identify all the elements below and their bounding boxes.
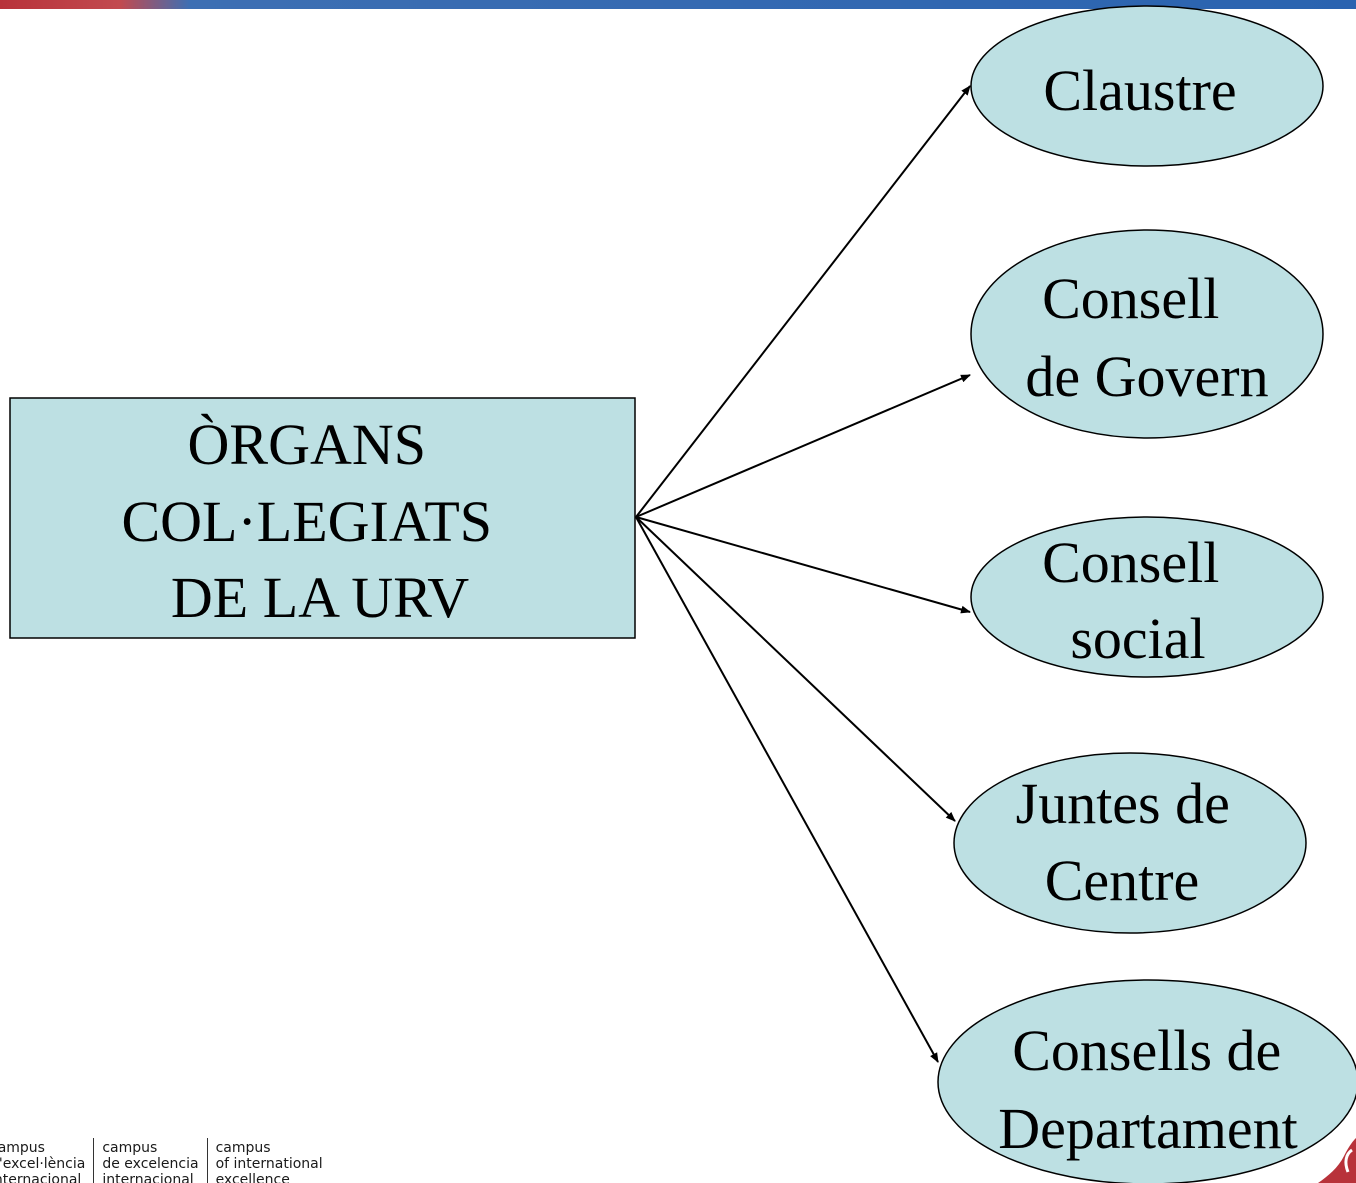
campus-excellence-logo: campus d'excel·lència internacional camp… bbox=[0, 1138, 331, 1183]
node-consells-departament-line-2: Departament bbox=[998, 1096, 1298, 1161]
node-consells-departament-label: Consells de Departament bbox=[998, 1018, 1298, 1161]
arrow-to-claustre bbox=[635, 85, 971, 518]
arrow-to-consell-social bbox=[635, 516, 971, 614]
node-consells-departament: Consells de Departament bbox=[937, 979, 1356, 1183]
node-consell-govern: Consell de Govern bbox=[970, 229, 1324, 439]
logo-line: internacional bbox=[0, 1172, 82, 1183]
logo-column-catalan: campus d'excel·lència internacional bbox=[0, 1138, 93, 1183]
root-node: ÒRGANS COL·LEGIATS DE LA URV bbox=[9, 397, 636, 639]
logo-line: of international bbox=[215, 1156, 323, 1172]
logo-column-english: campus of international excellence bbox=[206, 1138, 331, 1183]
node-consell-social: Consell social bbox=[970, 516, 1324, 678]
node-consell-social-label: Consell social bbox=[1042, 530, 1234, 671]
node-consell-govern-line-2: de Govern bbox=[1025, 344, 1268, 409]
node-juntes-centre-label: Juntes de Centre bbox=[1016, 771, 1245, 913]
root-label: ÒRGANS COL·LEGIATS DE LA URV bbox=[121, 412, 506, 630]
node-juntes-centre-line-1: Juntes de bbox=[1016, 771, 1230, 836]
logo-column-spanish: campus de excelencia internacional bbox=[93, 1138, 206, 1183]
logo-line: campus bbox=[0, 1140, 45, 1156]
arrow-to-juntes-centre bbox=[635, 516, 956, 822]
node-claustre-label: Claustre bbox=[1043, 58, 1236, 123]
node-claustre: Claustre bbox=[970, 5, 1324, 167]
root-label-line-3: DE LA URV bbox=[171, 565, 469, 630]
corner-brand-mark bbox=[1318, 1138, 1356, 1183]
node-consells-departament-line-1: Consells de bbox=[1012, 1018, 1281, 1083]
node-consell-govern-line-1: Consell bbox=[1042, 266, 1219, 331]
root-label-line-2: COL·LEGIATS bbox=[121, 489, 492, 554]
header-bar bbox=[0, 0, 1356, 9]
logo-line: campus bbox=[215, 1140, 271, 1156]
node-juntes-centre-line-2: Centre bbox=[1045, 848, 1200, 913]
arrow-to-consells-departament bbox=[635, 516, 939, 1063]
logo-line: internacional bbox=[102, 1172, 194, 1183]
node-consell-govern-label: Consell de Govern bbox=[1025, 266, 1268, 409]
node-consell-social-line-2: social bbox=[1070, 606, 1205, 671]
connector-arrows bbox=[635, 85, 971, 1063]
logo-line: d'excel·lència bbox=[0, 1156, 86, 1172]
logo-line: de excelencia bbox=[102, 1156, 199, 1172]
node-consell-social-line-1: Consell bbox=[1042, 530, 1219, 595]
root-label-line-1: ÒRGANS bbox=[188, 412, 427, 477]
arrow-to-consell-govern bbox=[635, 374, 971, 518]
node-juntes-centre: Juntes de Centre bbox=[953, 752, 1307, 934]
logo-line: campus bbox=[102, 1140, 158, 1156]
logo-line: excellence bbox=[215, 1172, 290, 1183]
